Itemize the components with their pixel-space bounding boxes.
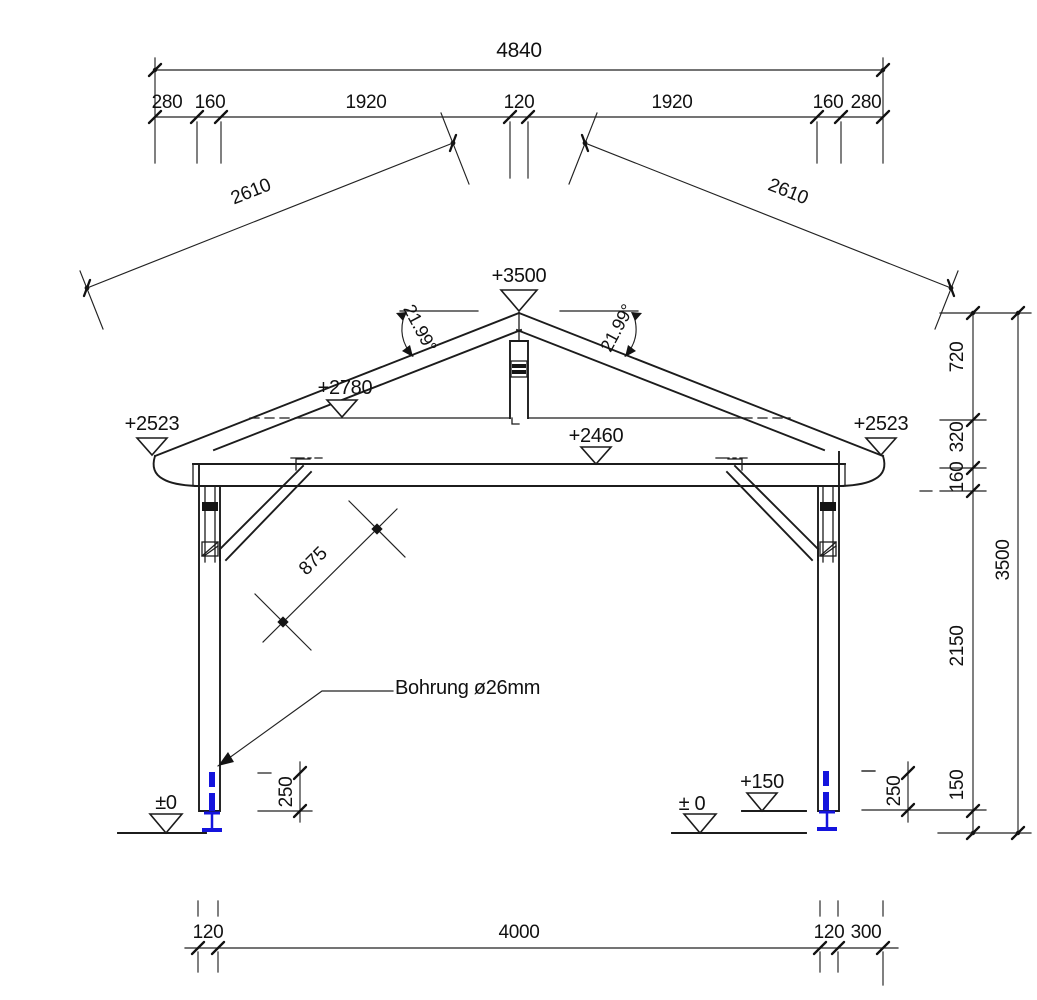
column-left-bolt-plate: [202, 502, 218, 511]
level-ground-right: ± 0: [679, 793, 706, 815]
dim-bottom-120-left: 120: [193, 922, 224, 943]
level-ground-right-triangle: [682, 813, 718, 835]
level-ridge: +3500: [492, 265, 547, 287]
dim-anchor-left-250: 250: [276, 777, 297, 808]
anchor-bolt-right: [817, 771, 837, 831]
column-left-lower-plate: [201, 541, 219, 557]
dim-right-720: 720: [947, 342, 968, 373]
level-ground-left: ±0: [155, 792, 177, 814]
dim-anchor-right-250: 250: [884, 776, 905, 807]
dim-top-seg-1920-right: 1920: [651, 92, 692, 113]
right-dimension-chain: 720 320 160 2150 150 3500: [861, 305, 1032, 841]
level-ground-left-triangle: [148, 813, 184, 835]
column-left-joint-lines: [204, 485, 216, 563]
dim-bottom-4000: 4000: [498, 922, 539, 943]
brace-left-notch: [295, 458, 311, 471]
dim-top-seg-160-right: 160: [813, 92, 844, 113]
column-right-joint-lines: [822, 485, 834, 563]
level-beam: +2460: [569, 425, 624, 447]
bolt-hole-note: Bohrung ø26mm: [217, 677, 540, 767]
level-eave-right-triangle: [864, 437, 898, 457]
column-left-plate-hatch: [201, 541, 219, 557]
anchor-bolt-left: [202, 772, 222, 832]
dim-right-2150: 2150: [947, 625, 968, 666]
king-post: [509, 340, 529, 419]
rafter-right-bottom-edge: [515, 328, 826, 452]
level-markers: +3500 +2780 +2460 +2523 +2523 ±0 ± 0 +15…: [125, 265, 909, 835]
brace-right-notch: [727, 458, 743, 471]
anchor-dimension-left: 250: [257, 761, 313, 823]
brace-dimension: 875: [254, 500, 406, 651]
dim-rafter-right: 2610: [765, 175, 811, 210]
dim-bottom-120-right: 120: [814, 922, 845, 943]
level-eave-left: +2523: [125, 413, 180, 435]
column-left: [198, 463, 221, 812]
level-base-right: +150: [740, 771, 784, 793]
king-post-connector: [510, 360, 528, 378]
dim-rafter-left: 2610: [228, 175, 274, 210]
level-base-right-triangle: [745, 792, 779, 813]
top-dimension-chain: 4840 280 160 1920 120 1920 160 280: [147, 39, 891, 179]
level-collar: +2780: [318, 377, 373, 399]
level-beam-triangle: [579, 446, 613, 466]
level-eave-left-triangle: [135, 437, 169, 457]
dim-brace-875: 875: [295, 543, 332, 580]
rafter-left-top-edge: [153, 311, 521, 458]
dim-top-seg-120: 120: [504, 92, 535, 113]
dim-right-320: 320: [947, 422, 968, 453]
dim-top-seg-1920-left: 1920: [345, 92, 386, 113]
column-right-lower-plate: [819, 541, 837, 557]
dim-bottom-300: 300: [851, 922, 882, 943]
brace-left: [218, 464, 313, 562]
column-right-plate-hatch: [819, 541, 837, 557]
column-right-bolt-plate: [820, 502, 836, 511]
dim-top-seg-280-right: 280: [851, 92, 882, 113]
dim-top-seg-280-left: 280: [152, 92, 183, 113]
king-post-foot-mark: [511, 417, 520, 425]
roof-structure: [117, 311, 886, 834]
brace-right: [725, 464, 820, 562]
dim-right-overall-3500: 3500: [993, 539, 1014, 580]
level-ridge-triangle: [499, 289, 539, 313]
bottom-dimension-chain: 120 4000 120 300: [184, 900, 899, 986]
eave-tail-left: [152, 454, 197, 487]
level-eave-right: +2523: [854, 413, 909, 435]
dim-right-150: 150: [947, 770, 968, 801]
eave-tail-right: [841, 454, 886, 487]
dim-angle-left: 21.99°: [399, 301, 440, 355]
dim-top-seg-160-left: 160: [195, 92, 226, 113]
dim-top-overall: 4840: [496, 39, 542, 62]
rafter-length-dimensions: 2610 2610: [79, 112, 959, 330]
king-post-connector-fill: [512, 364, 526, 374]
dim-right-160: 160: [947, 462, 968, 493]
rafter-left-bottom-edge: [212, 328, 523, 452]
bolt-hole-label: Bohrung ø26mm: [395, 677, 540, 699]
anchor-dimension-right: 250: [861, 761, 916, 823]
level-collar-triangle: [325, 399, 359, 419]
leader-arrowhead: [218, 752, 234, 766]
rafter-right-top-edge: [517, 311, 885, 458]
